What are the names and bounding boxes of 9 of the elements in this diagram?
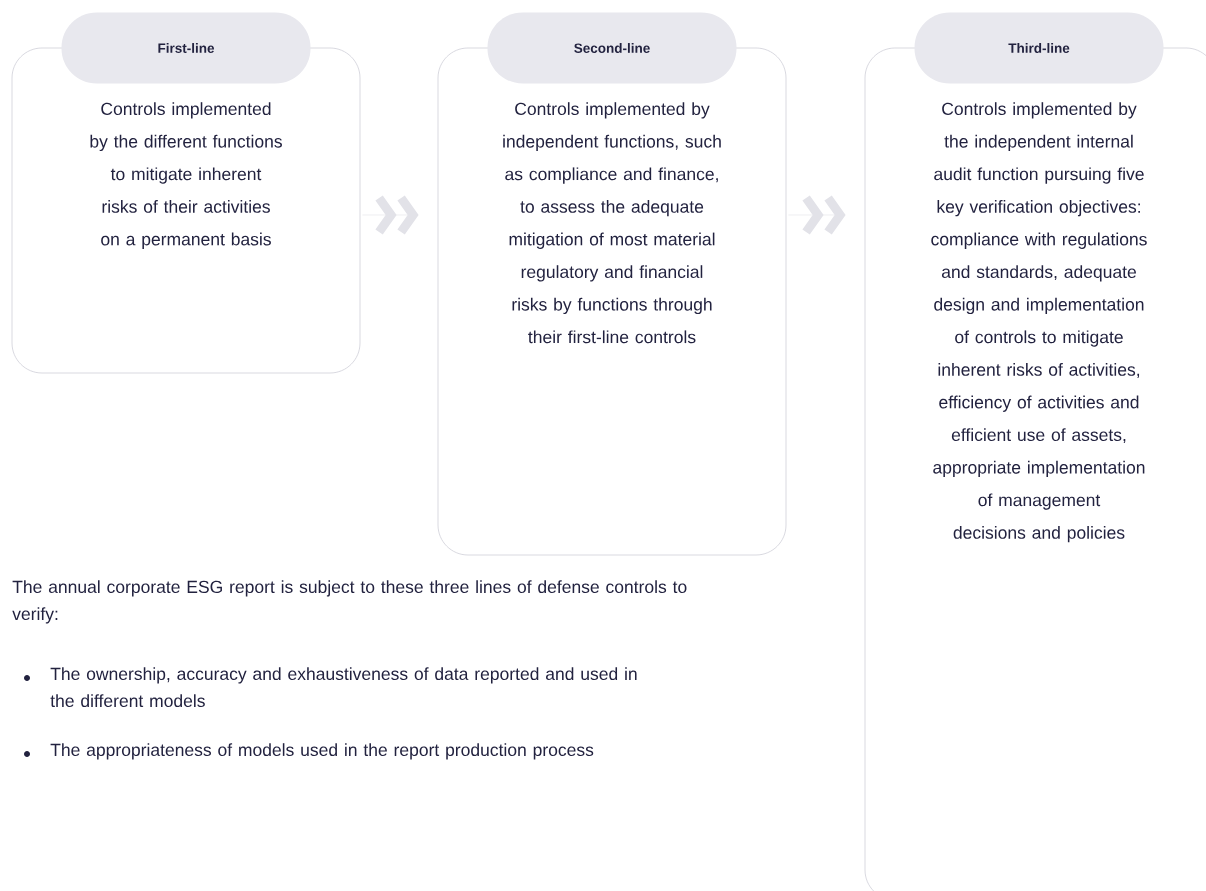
- bullet-text: The ownership, accuracy and exhaustiveness of data reported and used in the different models: [50, 667, 637, 708]
- description-text: Controls implemented by the independent internal audit function pursuing five key verification objectives: compliance with regulations and standards, adequate design and implementation of controls to mitigate inherent risks of activities, efficiency of activities and efficient use of assets, appropriate implementation of management decisions and policies: [931, 102, 1147, 543]
- bullet-text: The appropriateness of models used in the report production process: [50, 743, 594, 760]
- description-text: Controls implemented by independent functions, such as compliance and finance, to assess the adequate mitigation of most material regulatory and financial risks by functions through their first-line controls: [503, 102, 721, 344]
- header-pill: Third-line: [914, 12, 1164, 84]
- intro-text: The annual corporate ESG report is subject to these three lines of defense controls to verify:: [12, 580, 687, 624]
- description-text: Controls implemented by the different functions to mitigate inherent risks of their activities on a permanent basis: [90, 102, 282, 249]
- header-pill: First-line: [61, 12, 311, 84]
- header-pill: Second-line: [487, 12, 737, 84]
